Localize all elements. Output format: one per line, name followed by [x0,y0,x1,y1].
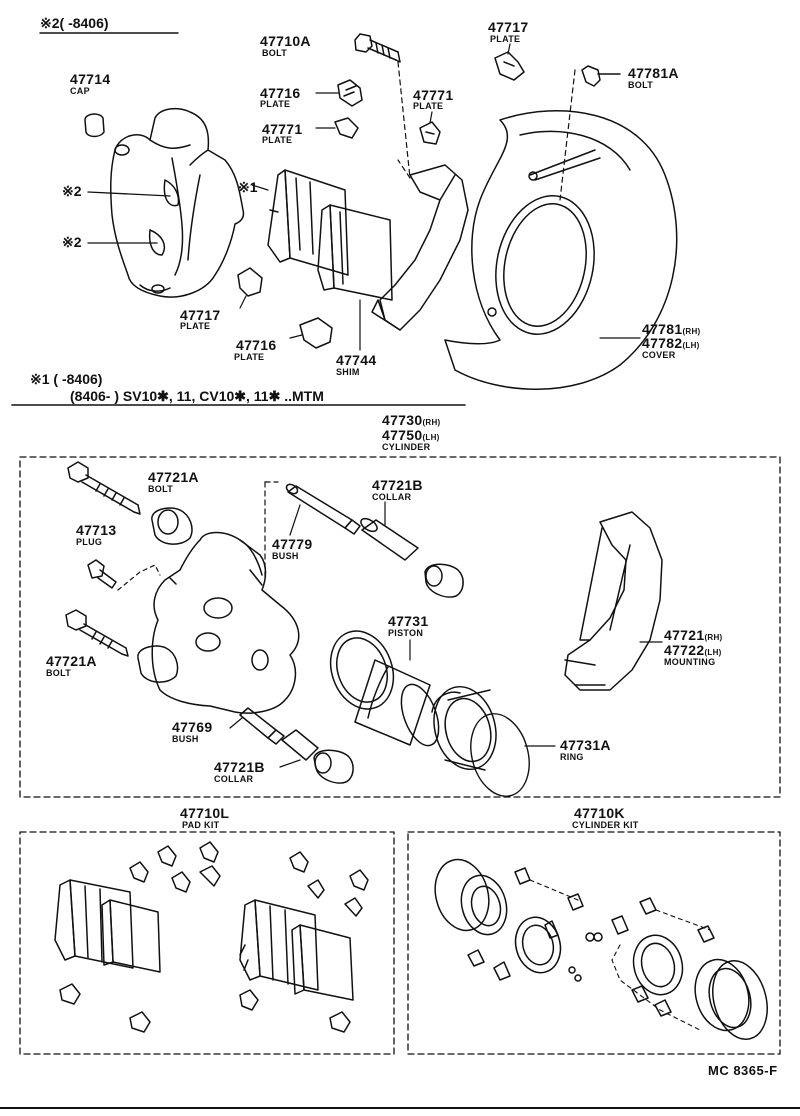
part-name-pad-kit: PAD KIT [182,820,220,830]
part-no-47721Ab: 47721A [46,653,97,669]
part-no-47771b: 47771 [413,87,454,103]
part-name-plate-47771a: PLATE [262,135,293,145]
part-name-bush-47769: BUSH [172,734,199,744]
ref-note-1: ※1 [238,179,258,195]
part-name-plate-47716a: PLATE [260,99,291,109]
part-no-47721Aa: 47721A [148,469,199,485]
part-no-47731: 47731 [388,613,429,629]
mounting-bracket-cylinder [564,511,663,691]
caliper-body-top [110,107,245,298]
part-no-47716a: 47716 [260,85,301,101]
part-name-plug: PLUG [76,537,103,547]
pad-kit-drawing [54,841,369,1033]
part-no-47710L: 47710L [180,805,230,821]
cap-47714 [84,113,105,138]
part-name-bolt-47721Ab: BOLT [46,668,72,678]
part-no-47716b: 47716 [236,337,277,353]
part-name-cover: COVER [642,350,676,360]
part-name-mounting: MOUNTING [664,657,716,667]
cylinder-kit-drawing [434,858,768,1040]
part-name-bush-47779: BUSH [272,551,299,561]
part-name-ring: RING [560,752,584,762]
part-name-bolt-47710A: BOLT [262,48,288,58]
part-no-47717b: 47717 [180,307,221,323]
part-no-47710A: 47710A [260,33,311,49]
part-name-cylinder-kit: CYLINDER KIT [572,820,639,830]
dust-cover [444,110,678,390]
part-name-plate-47717b: PLATE [180,321,211,331]
part-name-shim: SHIM [336,367,360,377]
part-no-47781: 47781(RH) [642,321,701,337]
part-name-piston: PISTON [388,628,424,638]
part-no-47721Ba: 47721B [372,477,423,493]
part-name-plate-47717a: PLATE [490,34,521,44]
part-no-47713: 47713 [76,522,117,538]
ref-note-2a: ※2 [62,183,82,199]
part-no-47717a: 47717 [488,19,529,35]
part-name-plate-47771b: PLATE [413,101,444,111]
part-no-47782: 47782(LH) [642,335,700,351]
part-name-cylinder: CYLINDER [382,442,431,452]
part-no-47779: 47779 [272,536,313,552]
ref-note-2b: ※2 [62,234,82,250]
mounting-bracket-top [371,164,469,331]
note-1-line1: ※1 ( -8406) [30,371,103,387]
part-no-47769: 47769 [172,719,213,735]
part-name-bolt-47781A: BOLT [628,80,654,90]
part-name-cap: CAP [70,86,90,96]
dust-boot-drawing [431,685,497,771]
part-name-collar-47721Bb: COLLAR [214,774,254,784]
part-no-47744: 47744 [336,352,377,368]
brake-pads-top [267,169,393,301]
part-no-47750: 47750(LH) [382,427,440,443]
part-no-47730: 47730(RH) [382,412,441,428]
part-no-47714: 47714 [70,71,111,87]
piston-drawing [329,630,440,747]
part-no-47771a: 47771 [262,121,303,137]
part-no-47710K: 47710K [574,805,625,821]
figure-code: MC 8365-F [708,1063,778,1078]
part-name-plate-47716b: PLATE [234,352,265,362]
part-no-47731A: 47731A [560,737,611,753]
part-no-47722: 47722(LH) [664,642,722,658]
part-no-47781A: 47781A [628,65,679,81]
part-name-collar-47721Ba: COLLAR [372,492,412,502]
note-1-line2: (8406- ) SV10✱, 11, CV10✱, 11✱ ..MTM [70,388,324,404]
bolt-47710A-drawing [354,33,401,63]
note-2-header: ※2( -8406) [40,15,109,31]
part-no-47721Bb: 47721B [214,759,265,775]
part-no-47721: 47721(RH) [664,627,723,643]
part-name-bolt-47721Aa: BOLT [148,484,174,494]
